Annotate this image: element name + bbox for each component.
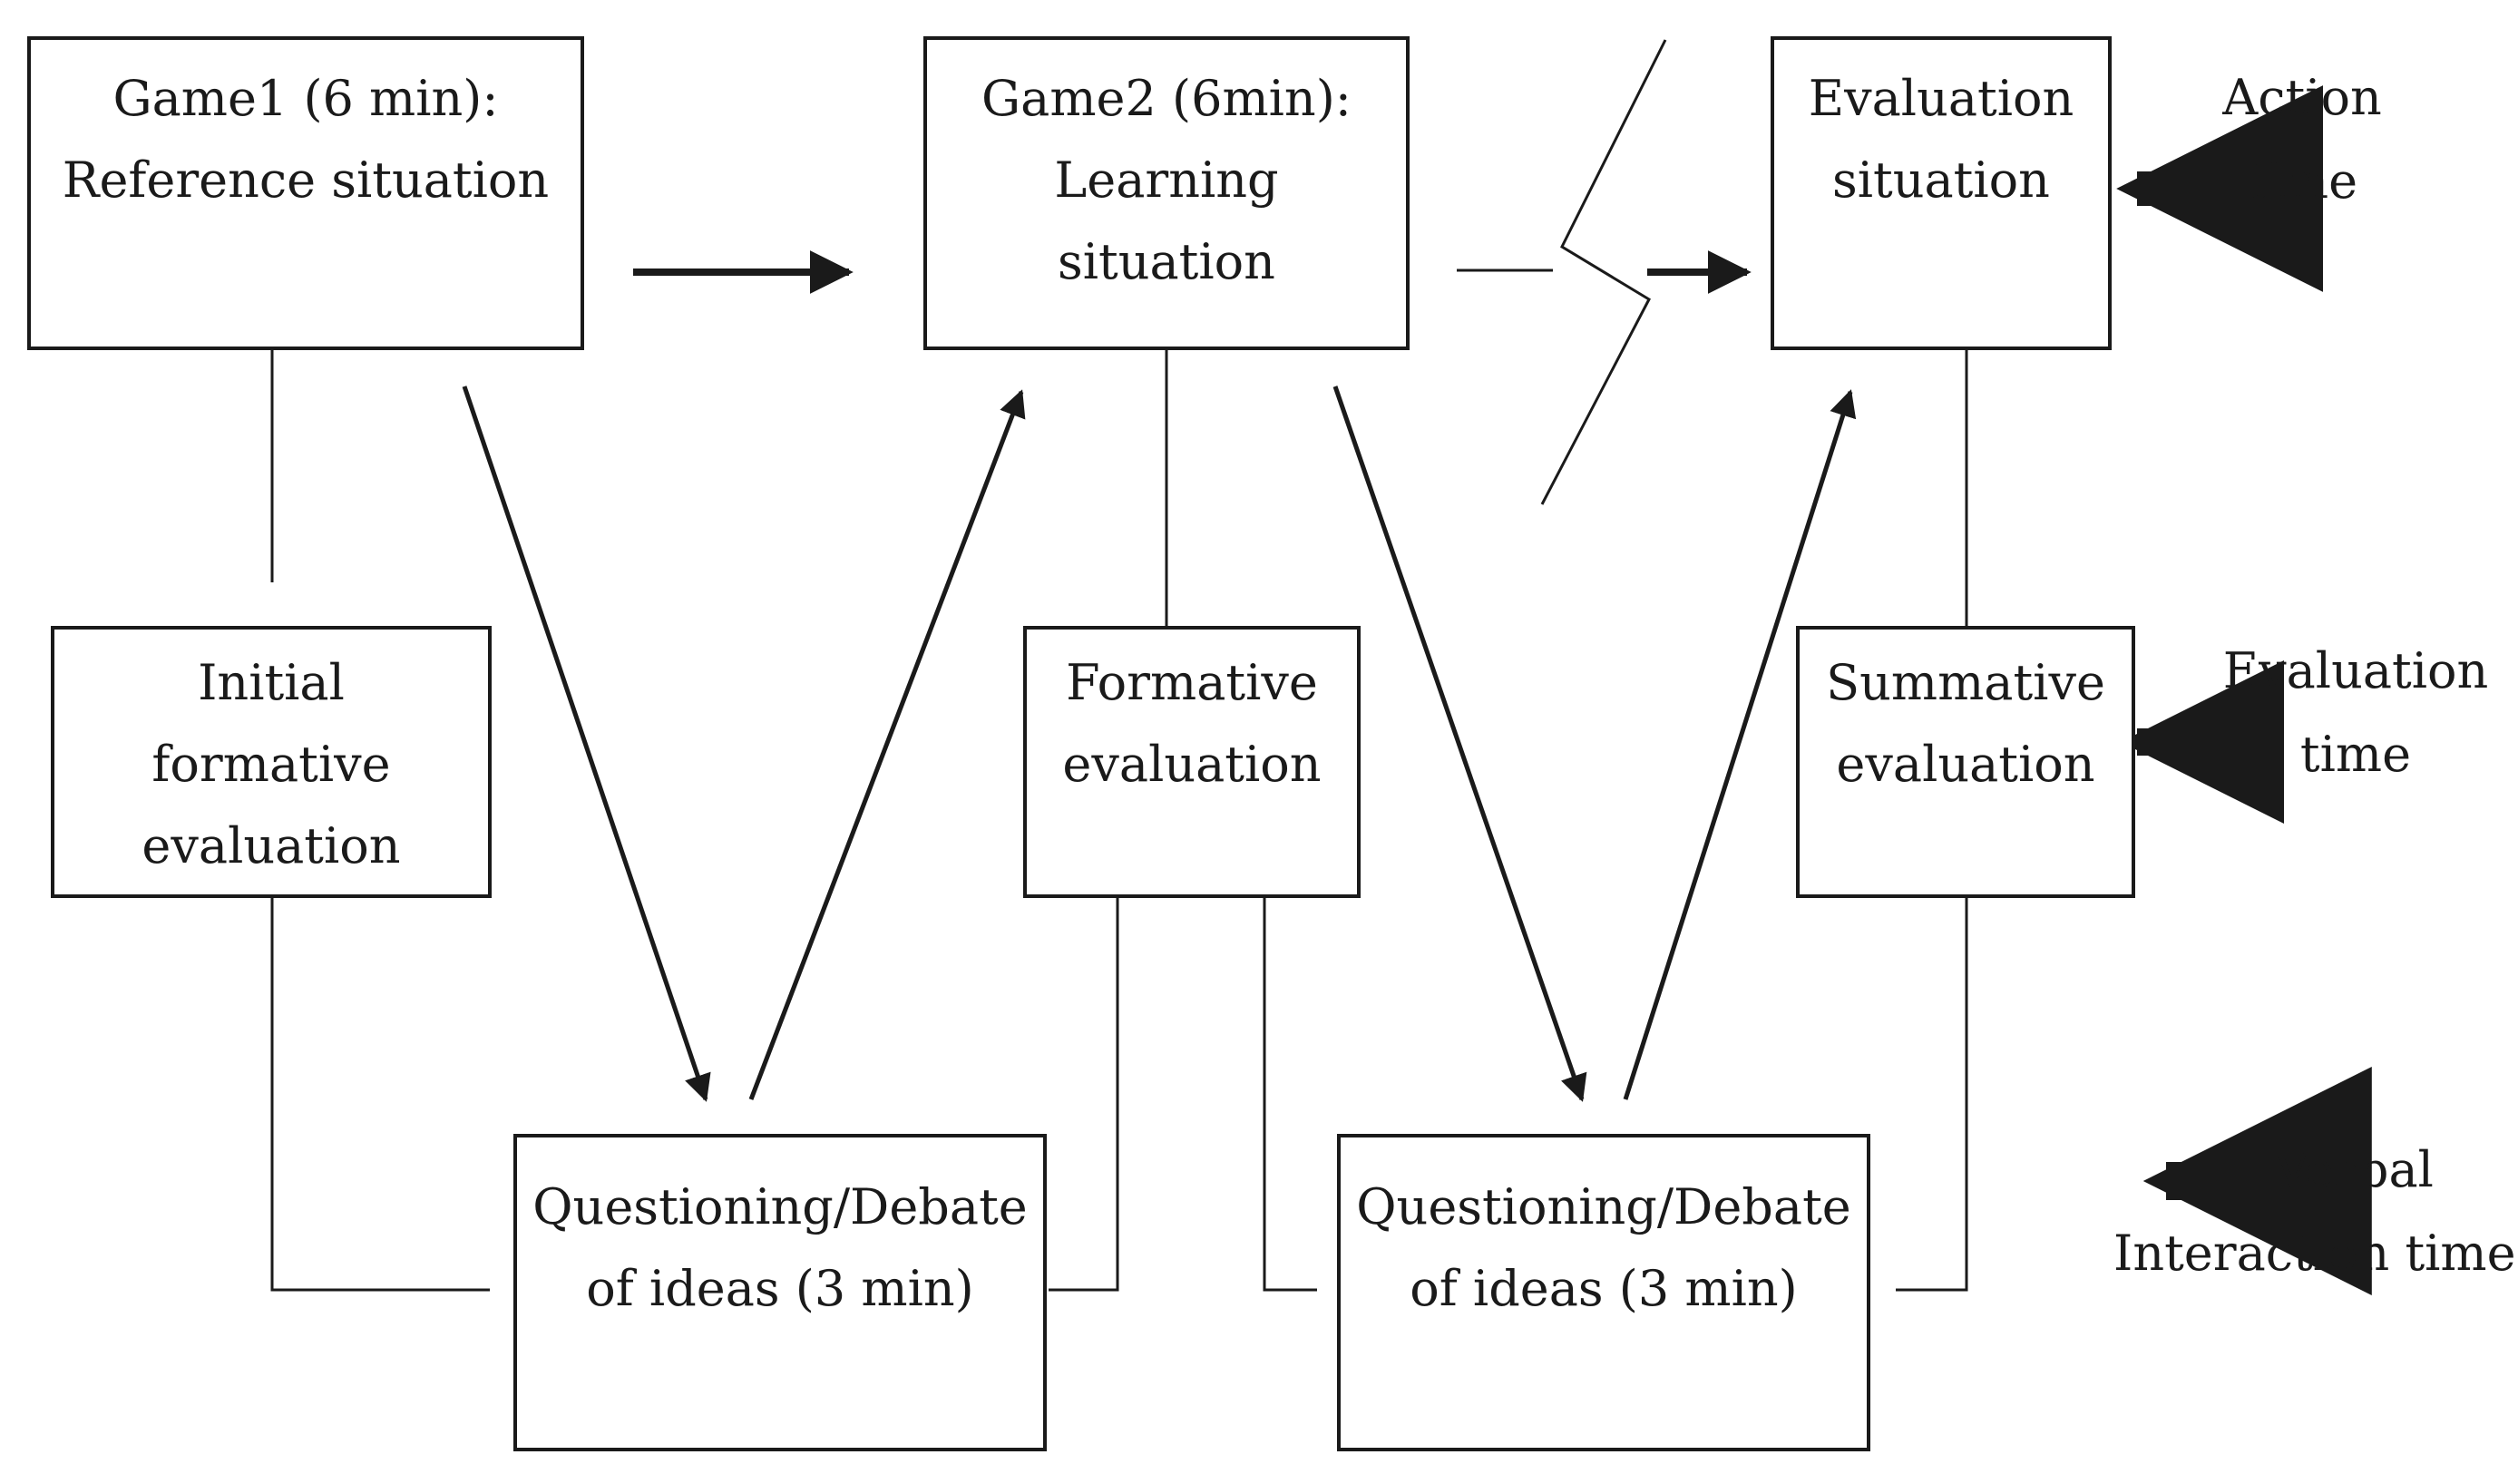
- formative-line-1: Formative: [1066, 654, 1318, 711]
- evaluation-situation-line-1: Evaluation: [1808, 70, 2074, 127]
- arrow-questioning1-to-game2: [748, 389, 1026, 1100]
- verbal-time-label: Verbal Interaction time: [2113, 1128, 2516, 1295]
- evaluation-time-line-2: time: [2299, 726, 2412, 783]
- game2-line-1: Game2 (6min):: [981, 70, 1352, 127]
- game1-box: Game1 (6 min): Reference situation: [27, 36, 584, 350]
- connector-initial-questioning1: [270, 898, 490, 1292]
- questioning2-line-2: of ideas (3 min): [1410, 1260, 1798, 1317]
- questioning2-line-1: Questioning/Debate: [1356, 1178, 1851, 1235]
- verbal-time-line-2: Interaction time: [2113, 1225, 2516, 1282]
- action-time-line-1: Action: [2222, 69, 2382, 126]
- evaluation-time-line-1: Evaluation: [2222, 642, 2489, 699]
- break-mark: [1540, 39, 1667, 505]
- game2-line-3: situation: [1058, 233, 1275, 290]
- verbal-time-line-1: Verbal: [2274, 1141, 2434, 1198]
- questioning1-line-2: of ideas (3 min): [586, 1260, 974, 1317]
- initial-formative-line-1: Initial: [198, 654, 345, 711]
- game2-line-2: Learning: [1054, 151, 1279, 209]
- arrow-game1-to-questioning1: [462, 386, 711, 1102]
- game1-line-2: Reference situation: [62, 151, 550, 209]
- summative-line-2: evaluation: [1836, 736, 2095, 793]
- arrow-game2-to-questioning2: [1332, 386, 1587, 1102]
- evaluation-time-label: Evaluation time: [2220, 630, 2491, 796]
- action-time-line-2: time: [2246, 152, 2358, 210]
- game2-box: Game2 (6min): Learning situation: [923, 36, 1410, 350]
- connector-formative-questioning2: [1263, 898, 1317, 1292]
- formative-evaluation-box: Formative evaluation: [1023, 626, 1361, 898]
- summative-evaluation-box: Summative evaluation: [1796, 626, 2135, 898]
- evaluation-situation-box: Evaluation situation: [1771, 36, 2112, 350]
- questioning-debate-box-1: Questioning/Debate of ideas (3 min): [513, 1134, 1047, 1451]
- evaluation-situation-line-2: situation: [1832, 151, 2050, 209]
- questioning-debate-box-2: Questioning/Debate of ideas (3 min): [1337, 1134, 1870, 1451]
- questioning1-line-1: Questioning/Debate: [532, 1178, 1028, 1235]
- arrow-questioning2-to-evaluation-situation: [1623, 389, 1857, 1100]
- action-time-label: Action time: [2193, 56, 2411, 223]
- initial-formative-line-2: formative: [151, 736, 391, 793]
- formative-line-2: evaluation: [1062, 736, 1322, 793]
- connector-formative-questioning1: [1049, 898, 1119, 1292]
- initial-formative-evaluation-box: Initial formative evaluation: [51, 626, 492, 898]
- game1-line-1: Game1 (6 min):: [112, 70, 499, 127]
- summative-line-1: Summative: [1826, 654, 2105, 711]
- connector-summative-questioning2: [1896, 898, 1968, 1292]
- initial-formative-line-3: evaluation: [142, 817, 401, 874]
